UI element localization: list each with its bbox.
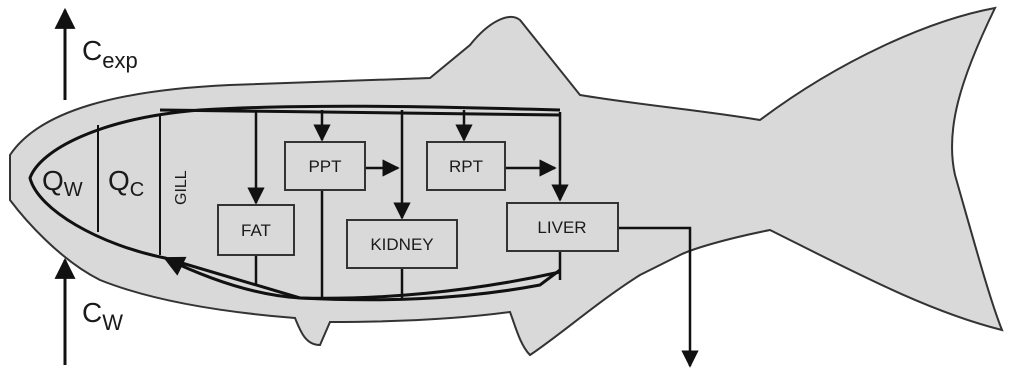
- label-gill: GILL: [173, 170, 190, 205]
- label-fat: FAT: [241, 221, 271, 240]
- label-cw: CW: [82, 297, 123, 335]
- box-fat: FAT: [218, 205, 294, 255]
- box-rpt: RPT: [427, 142, 505, 190]
- box-kidney: KIDNEY: [347, 220, 457, 268]
- label-kidney: KIDNEY: [370, 235, 433, 254]
- label-rpt: RPT: [449, 157, 483, 176]
- label-liver: LIVER: [537, 218, 586, 237]
- label-ppt: PPT: [308, 157, 341, 176]
- box-ppt: PPT: [285, 142, 365, 190]
- label-cexp: Cexp: [82, 35, 138, 73]
- box-liver: LIVER: [507, 203, 618, 251]
